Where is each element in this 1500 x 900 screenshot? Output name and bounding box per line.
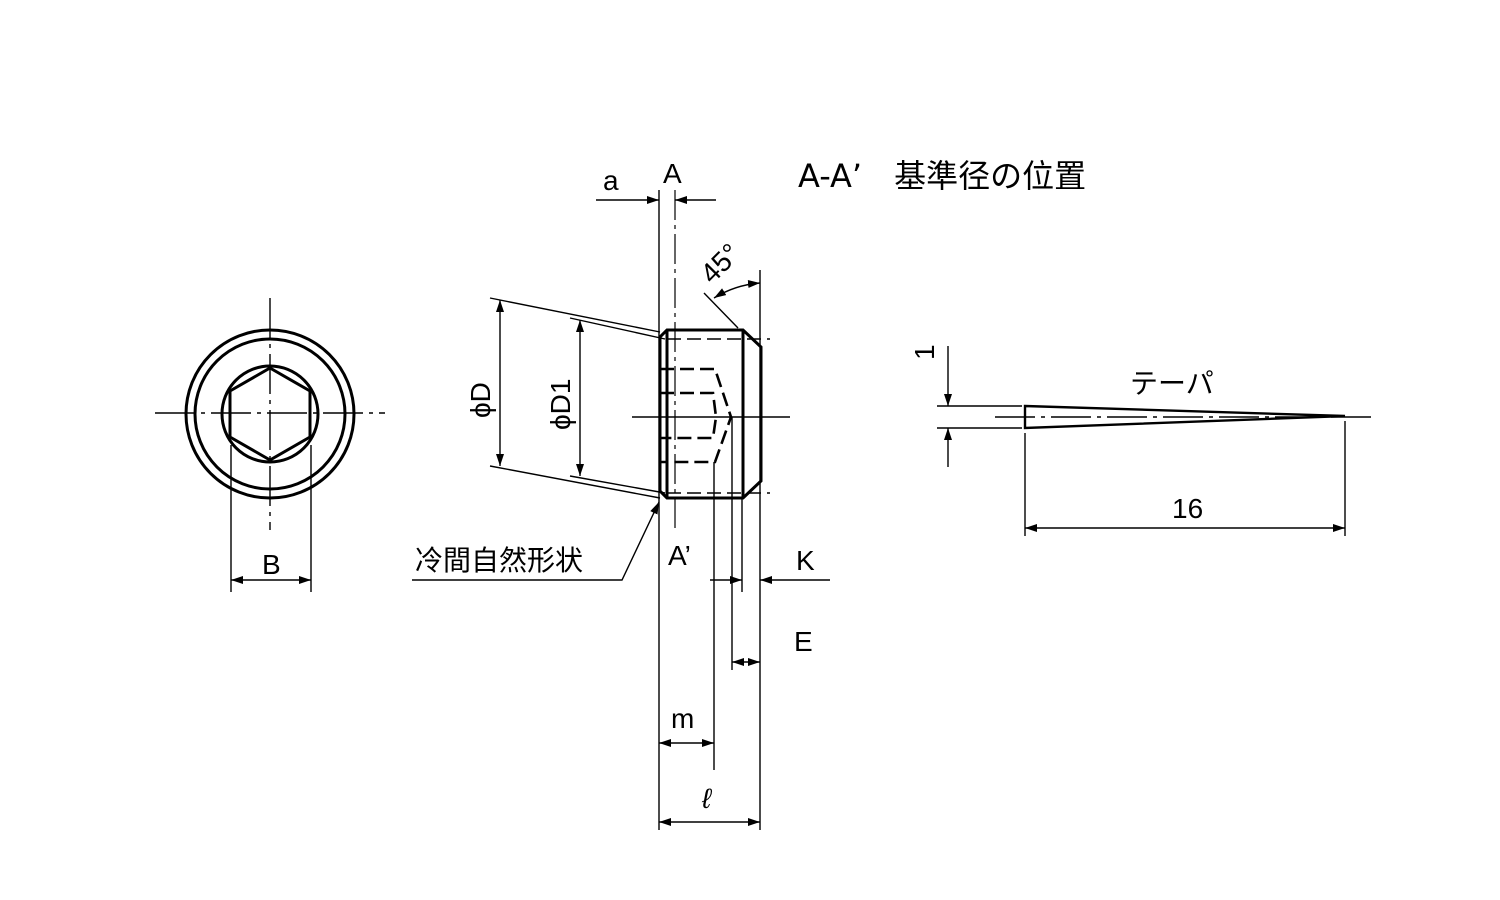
angle-arc (713, 279, 761, 299)
leader-line (412, 501, 660, 581)
label-angle: 45° (694, 237, 746, 289)
extension-line (569, 475, 666, 494)
socket-circle (220, 364, 320, 464)
hex-socket (228, 366, 312, 462)
hidden-socket-outline (660, 367, 733, 464)
extension-line (569, 317, 666, 340)
label-A-prime: A’ (668, 540, 691, 571)
label-phiD1: ϕD1 (545, 379, 576, 430)
extension-line (489, 297, 661, 333)
leader-note: 冷間自然形状 (415, 544, 583, 577)
label-height: 1 (909, 344, 940, 360)
extension-line (489, 465, 661, 499)
label-length: 16 (1172, 493, 1203, 524)
label-l: ℓ (701, 783, 713, 814)
side-view: a A A’ 45° ϕD ϕD1 K E m ℓ 冷間自然形状 (412, 158, 830, 830)
chamfer-extension (703, 292, 739, 329)
front-view: B (155, 298, 385, 592)
drawing-title: A-A’ 基準径の位置 (798, 157, 1086, 195)
label-phiD: ϕD (465, 382, 496, 418)
label-taper: テーパ (1130, 367, 1214, 400)
label-K: K (796, 545, 815, 576)
thread-circle (193, 337, 347, 491)
label-a: a (603, 165, 619, 196)
label-A: A (663, 158, 682, 189)
outer-circle (184, 328, 356, 500)
label-m: m (671, 703, 694, 734)
taper-view: 1 テーパ 16 (909, 344, 1372, 536)
label-E: E (794, 626, 813, 657)
label-B: B (262, 549, 281, 580)
